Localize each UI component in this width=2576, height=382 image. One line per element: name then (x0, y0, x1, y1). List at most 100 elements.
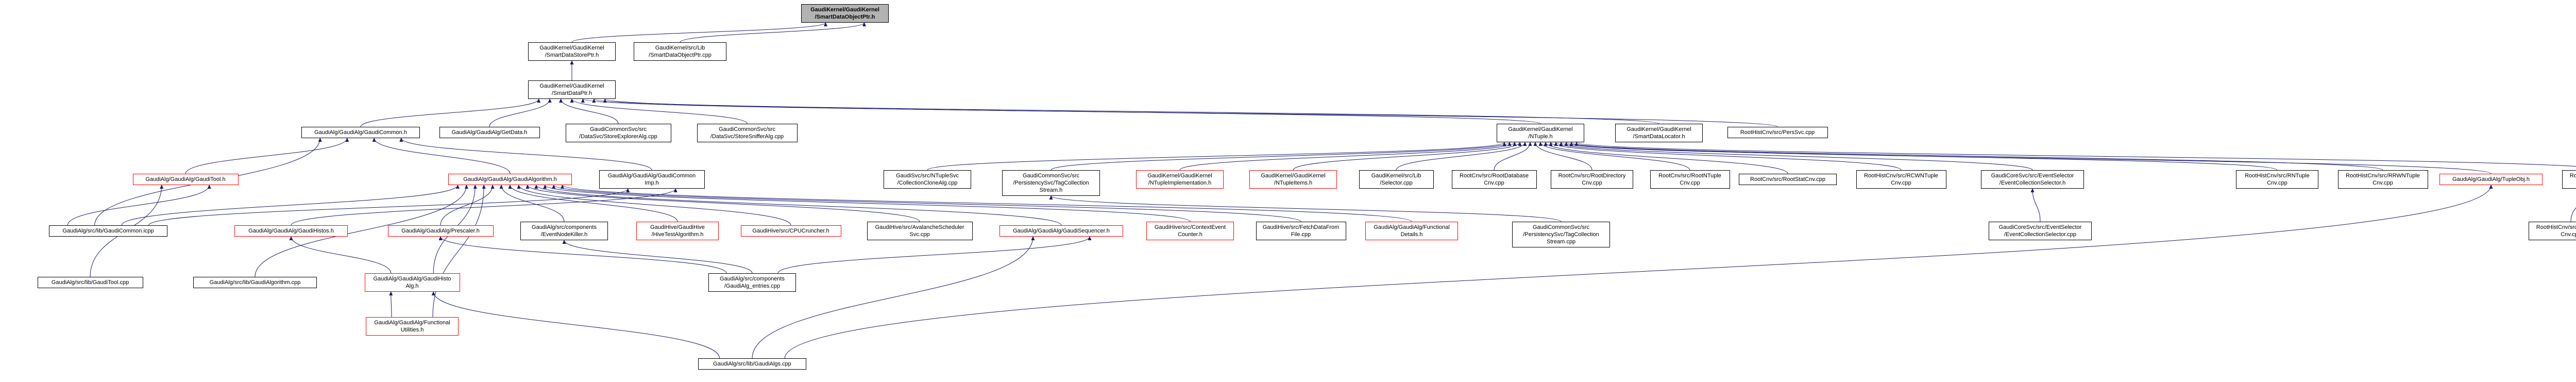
graph-node-gcommon_h[interactable]: GaudiAlg/GaudiAlg/GaudiCommon.h (301, 127, 420, 138)
graph-node-ntuple_h[interactable]: GaudiKernel/GaudiKernel /NTuple.h (1497, 124, 1584, 142)
include-edge-collclone_cpp-to-ntuple_h (927, 142, 1506, 171)
include-edge-prescaler_h-to-galg_h (440, 185, 495, 226)
graph-node-galg_cpp[interactable]: GaudiAlg/src/lib/GaudiAlgorithm.cpp (193, 277, 317, 288)
include-edge-storeexp-to-sdp_h (559, 98, 619, 124)
include-edge-getdata_h-to-sdp_h (489, 98, 552, 127)
include-edge-gcommonimp_h-to-gcommon_h (399, 138, 652, 171)
include-edge-funcutilities_h-to-galg_h (432, 185, 486, 318)
graph-node-rdircnv_cpp[interactable]: RootHistCnv/src/RDirectory Cnv.cpp (2528, 222, 2576, 240)
include-edge-gcommon_icpp-to-gcommonimp_h (148, 188, 630, 226)
include-edge-gaudialgs_cpp-to-ghistoalg_h (431, 291, 720, 359)
graph-node-cpucruncher_h[interactable]: GaudiHive/src/CPUCruncher.h (740, 225, 841, 237)
include-edge-entries_cpp-to-eventnodekiller_h (562, 240, 753, 274)
graph-node-ghistoalg_h[interactable]: GaudiAlg/GaudiAlg/GaudiHisto Alg.h (364, 273, 460, 292)
graph-node-storesniff[interactable]: GaudiCommonSvc/src /DataSvc/StoreSniffer… (697, 124, 798, 142)
include-edge-gcommon_h-to-sdp_h (360, 98, 541, 127)
include-edge-perssvc-to-sdp_h (603, 98, 1778, 127)
graph-node-ntupleitems_h[interactable]: GaudiKernel/GaudiKernel /NTupleItems.h (1249, 170, 1337, 189)
include-edge-funcutilities_h-to-ghistoalg_h (389, 291, 393, 318)
graph-node-sdp_h[interactable]: GaudiKernel/GaudiKernel /SmartDataPtr.h (528, 80, 616, 99)
include-edge-rootdb_cpp-to-ntuple_h (1494, 142, 1532, 171)
graph-node-sdsp_h[interactable]: GaudiKernel/GaudiKernel /SmartDataStoreP… (528, 42, 616, 61)
graph-node-rnt_cpp[interactable]: RootHistCnv/src/RNTuple Cnv.cpp (2236, 170, 2318, 189)
graph-node-funcutilities_h[interactable]: GaudiAlg/GaudiAlg/Functional Utilities.h (366, 317, 459, 336)
include-edge-funcdetails_h-to-galg_h (561, 185, 1412, 222)
include-edge-storesniff-to-sdp_h (570, 98, 748, 124)
graph-node-galg_h[interactable]: GaudiAlg/GaudiAlg/GaudiAlgorithm.h (448, 174, 572, 185)
graph-node-entries_cpp[interactable]: GaudiAlg/src/components /GaudiAlg_entrie… (708, 273, 796, 292)
graph-node-eventnodekiller_h[interactable]: GaudiAlg/src/components /EventNodeKiller… (520, 222, 608, 240)
include-edge-hivetest_h-to-galg_h (508, 185, 678, 222)
include-edge-tupleobj_h-to-ntuple_h (1569, 142, 2492, 174)
graph-node-hivetest_h[interactable]: GaudiHive/GaudiHive /HiveTestAlgorithm.h (636, 222, 719, 240)
include-edge-ghistoalg_h-to-ghistos_h (289, 236, 392, 274)
graph-node-selector_cpp[interactable]: GaudiKernel/src/Lib /Selector.cpp (1359, 170, 1434, 189)
include-edge-tagcoll_cpp-to-tagcoll_h (1049, 195, 1562, 222)
include-edge-ntupleitems_h-to-ntuple_h (1293, 142, 1522, 171)
graph-node-gcommonimp_h[interactable]: GaudiAlg/GaudiAlg/GaudiCommon Imp.h (599, 170, 705, 189)
include-edge-ghistos_h-to-gcommonimp_h (291, 188, 677, 226)
graph-node-storeexp[interactable]: GaudiCommonSvc/src /DataSvc/StoreExplore… (565, 124, 671, 142)
graph-node-perssvc[interactable]: RootHistCnv/src/PersSvc.cpp (1727, 127, 1828, 138)
include-edge-fetchdata_cpp-to-galg_h (552, 185, 1301, 222)
include-edge-galg_h-to-gcommon_h (372, 138, 511, 174)
include-edges (67, 22, 2576, 359)
include-edge-rootnt_cpp-to-ntuple_h (1538, 142, 1690, 171)
include-edge-gsequencer_h-to-galg_h (534, 185, 1062, 226)
include-edge-avalanche_cpp-to-galg_h (526, 185, 920, 222)
include-edge-gaudialgs_cpp-to-gsequencer_h (752, 236, 1035, 359)
graph-node-rootstat_cpp[interactable]: RootCnv/src/RootStatCnv.cpp (1739, 174, 1837, 185)
graph-node-rdircnv_h[interactable]: RootHistCnv/src/RDirectory Cnv.h (2562, 170, 2576, 189)
graph-node-tagcoll_h[interactable]: GaudiCommonSvc/src /PersistencySvc/TagCo… (1002, 170, 1100, 196)
graph-node-gaudialgs_cpp[interactable]: GaudiAlg/src/lib/GaudiAlgs.cpp (698, 358, 806, 370)
graph-node-tagcoll_cpp[interactable]: GaudiCommonSvc/src /PersistencySvc/TagCo… (1512, 222, 1610, 247)
graph-node-funcdetails_h[interactable]: GaudiAlg/GaudiAlg/Functional Details.h (1365, 222, 1458, 240)
include-edge-sdop_cpp-to-root (680, 22, 866, 43)
include-edge-rrwnt_cpp-to-ntuple_h (1564, 142, 2383, 171)
graph-node-evtcollsel_cpp[interactable]: GaudiCoreSvc/src/EventSelector /EventCol… (1989, 222, 2092, 240)
include-edge-rootstat_cpp-to-ntuple_h (1544, 142, 1788, 174)
include-edge-evtcollsel_h-to-ntuple_h (1554, 142, 2033, 171)
graph-node-contextevent_h[interactable]: GaudiHive/src/ContextEvent Counter.h (1146, 222, 1234, 240)
graph-node-rootnt_cpp[interactable]: RootCnv/src/RootNTuple Cnv.cpp (1650, 170, 1730, 189)
graph-node-fetchdata_cpp[interactable]: GaudiHive/src/FetchDataFrom File.cpp (1256, 222, 1346, 240)
graph-node-collclone_cpp[interactable]: GaudiSvc/src/NTupleSvc /CollectionCloneA… (884, 170, 971, 189)
graph-node-gsequencer_h[interactable]: GaudiAlg/GaudiAlg/GaudiSequencer.h (999, 225, 1123, 237)
include-edge-rcwnt_cpp-to-ntuple_h (1549, 142, 1902, 171)
include-edge-tagcoll_h-to-ntuple_h (1050, 142, 1512, 171)
graph-node-prescaler_h[interactable]: GaudiAlg/GaudiAlg/Prescaler.h (387, 225, 494, 237)
graph-node-rootdb_cpp[interactable]: RootCnv/src/RootDatabase Cnv.cpp (1451, 170, 1537, 189)
graph-node-root[interactable]: GaudiKernel/GaudiKernel /SmartDataObject… (801, 4, 889, 23)
include-edge-rootdir_cpp-to-ntuple_h (1533, 142, 1592, 171)
include-edge-gcommon_icpp-to-galg_h (121, 185, 460, 226)
include-edge-ntupleimpl_h-to-ntuple_h (1179, 142, 1517, 171)
include-edge-eventnodekiller_h-to-galg_h (499, 185, 565, 222)
include-edge-rdircnv_cpp-to-rdircnv_h (2570, 207, 2576, 222)
include-edge-evtcollsel_cpp-to-evtcollsel_h (2030, 188, 2041, 222)
graph-node-sdl_h[interactable]: GaudiKernel/GaudiKernel /SmartDataLocato… (1615, 124, 1703, 142)
include-edge-sdsp_h-to-root (571, 22, 827, 43)
graph-node-ntupleimpl_h[interactable]: GaudiKernel/GaudiKernel /NTupleImplement… (1136, 170, 1224, 189)
graph-node-rootdir_cpp[interactable]: RootCnv/src/RootDirectory Cnv.cpp (1551, 170, 1633, 189)
graph-node-avalanche_cpp[interactable]: GaudiHive/src/AvalancheScheduler Svc.cpp (867, 222, 973, 240)
include-edge-gaudialgs_cpp-to-tupleobj_h (784, 185, 2493, 359)
include-edge-rdircnv_h-to-ntuple_h (1575, 142, 2576, 167)
include-edge-contextevent_h-to-galg_h (543, 185, 1191, 222)
include-edge-selector_cpp-to-ntuple_h (1396, 142, 1527, 171)
graph-node-rcwnt_cpp[interactable]: RootHistCnv/src/RCWNTuple Cnv.cpp (1856, 170, 1946, 189)
graph-node-rrwnt_cpp[interactable]: RootHistCnv/src/RRWNTuple Cnv.cpp (2337, 170, 2428, 189)
graph-node-evtcollsel_h[interactable]: GaudiCoreSvc/src/EventSelector /EventCol… (1981, 170, 2084, 189)
include-edge-entries_cpp-to-gsequencer_h (777, 236, 1092, 274)
graph-node-tupleobj_h[interactable]: GaudiAlg/GaudiAlg/TupleObj.h (2439, 174, 2543, 185)
graph-node-gcommon_icpp[interactable]: GaudiAlg/src/lib/GaudiCommon.icpp (49, 225, 167, 237)
include-edge-cpucruncher_h-to-galg_h (517, 185, 791, 226)
graph-node-gtool_cpp[interactable]: GaudiAlg/src/lib/GaudiTool.cpp (37, 277, 143, 288)
graph-node-ghistos_h[interactable]: GaudiAlg/GaudiAlg/GaudiHistos.h (234, 225, 348, 237)
include-edge-gtool_h-to-gcommon_h (185, 138, 349, 174)
graph-node-getdata_h[interactable]: GaudiAlg/GaudiAlg/GetData.h (439, 127, 540, 138)
graph-node-gtool_h[interactable]: GaudiAlg/GaudiAlg/GaudiTool.h (132, 174, 239, 185)
include-edge-entries_cpp-to-prescaler_h (438, 236, 727, 274)
graph-node-sdop_cpp[interactable]: GaudiKernel/src/Lib /SmartDataObjectPtr.… (634, 42, 726, 61)
